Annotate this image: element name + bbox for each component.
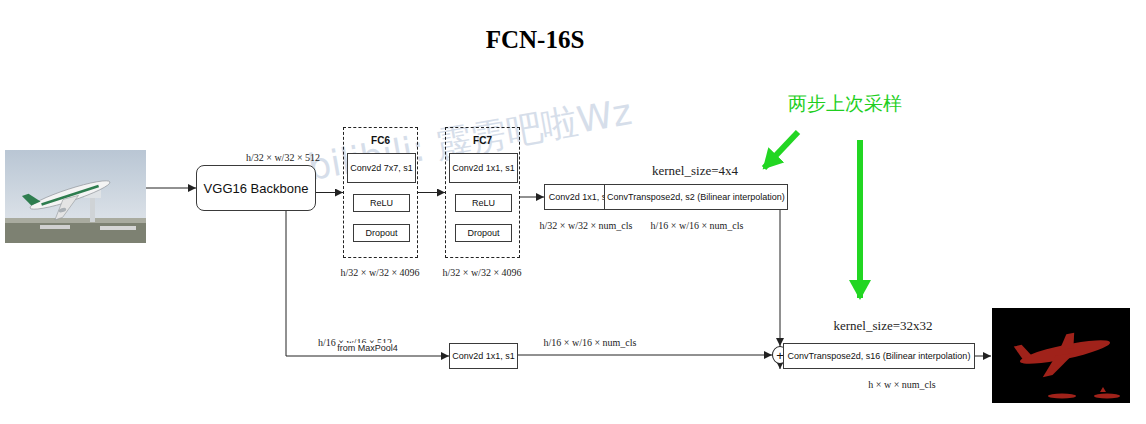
layer-group: FC6Conv2d 7x7, s1 ReLU Dropout xyxy=(343,127,418,258)
box-label: Conv2d 1x1, s1 xyxy=(549,192,612,203)
box-label: Dropout xyxy=(467,228,499,239)
diagram-title: FCN-16S xyxy=(486,26,585,54)
layer-box: Conv2d 7x7, s1 xyxy=(347,153,416,183)
mask-ground xyxy=(992,308,1130,403)
photo-ground xyxy=(5,222,146,243)
photo-sky xyxy=(5,150,146,243)
callout-note: 两步上次采样 xyxy=(788,91,902,117)
layer-group: FC7Conv2d 1x1, s1 ReLU Dropout xyxy=(445,127,520,258)
dimension-label: h/16 × w/16 × num_cls xyxy=(651,220,744,231)
connector xyxy=(286,211,449,356)
box-label: Dropout xyxy=(365,228,397,239)
connector xyxy=(418,192,445,193)
photo-parked-plane xyxy=(100,226,136,230)
dimension-label: h/32 × w/32 × 4096 xyxy=(442,267,521,278)
dimension-label: h × w × num_cls xyxy=(868,379,935,390)
connector xyxy=(780,197,788,346)
callout-arrow xyxy=(857,140,863,298)
dimension-label: h/16 × w/16 × num_cls xyxy=(544,337,637,348)
layer-box: Conv2d 1x1, s1 xyxy=(449,153,518,183)
connector xyxy=(518,355,772,356)
group-heading: FC7 xyxy=(446,135,519,146)
kernel-label: kernel_size=4x4 xyxy=(652,163,738,179)
layer-box: ReLU xyxy=(455,194,512,212)
group-heading: FC6 xyxy=(344,135,417,146)
input-photo xyxy=(5,150,146,243)
box-label: Conv2d 1x1, s1 xyxy=(452,351,515,362)
layer-box: ReLU xyxy=(353,194,410,212)
input-arrow xyxy=(146,188,196,189)
layer-box: Dropout xyxy=(455,224,512,242)
connector xyxy=(316,192,343,193)
edge-label: from MaxPool4 xyxy=(336,343,399,353)
layer-box: ConvTranspose2d, s2 (Bilinear interpolat… xyxy=(604,184,788,210)
output-mask xyxy=(992,308,1130,403)
box-label: ReLU xyxy=(370,198,393,209)
box-label: Conv2d 7x7, s1 xyxy=(350,163,413,174)
box-label: ConvTranspose2d, s16 (Bilinear interpola… xyxy=(788,351,971,362)
layer-box: ConvTranspose2d, s16 (Bilinear interpola… xyxy=(783,343,975,369)
box-label: ConvTranspose2d, s2 (Bilinear interpolat… xyxy=(607,192,785,203)
connector xyxy=(520,197,544,198)
mask-plane xyxy=(1014,326,1120,399)
dimension-label: h/32 × w/32 × 512 xyxy=(246,152,320,163)
photo-horizon xyxy=(5,218,146,223)
backbone-box: VGG16 Backbone xyxy=(196,165,316,211)
callout-arrow xyxy=(764,132,798,168)
box-label: Conv2d 1x1, s1 xyxy=(452,163,515,174)
photo-plane xyxy=(22,169,116,228)
photo-parked-plane xyxy=(40,225,70,229)
photo-tower xyxy=(90,196,95,222)
dimension-label: h/32 × w/32 × num_cls xyxy=(540,220,633,231)
layer-box: Dropout xyxy=(353,224,410,242)
box-label: VGG16 Backbone xyxy=(204,181,309,196)
box-label: ReLU xyxy=(472,198,495,209)
dimension-label: h/32 × w/32 × 4096 xyxy=(340,267,419,278)
layer-box: Conv2d 1x1, s1 xyxy=(449,343,518,369)
kernel-label: kernel_size=32x32 xyxy=(833,318,932,334)
